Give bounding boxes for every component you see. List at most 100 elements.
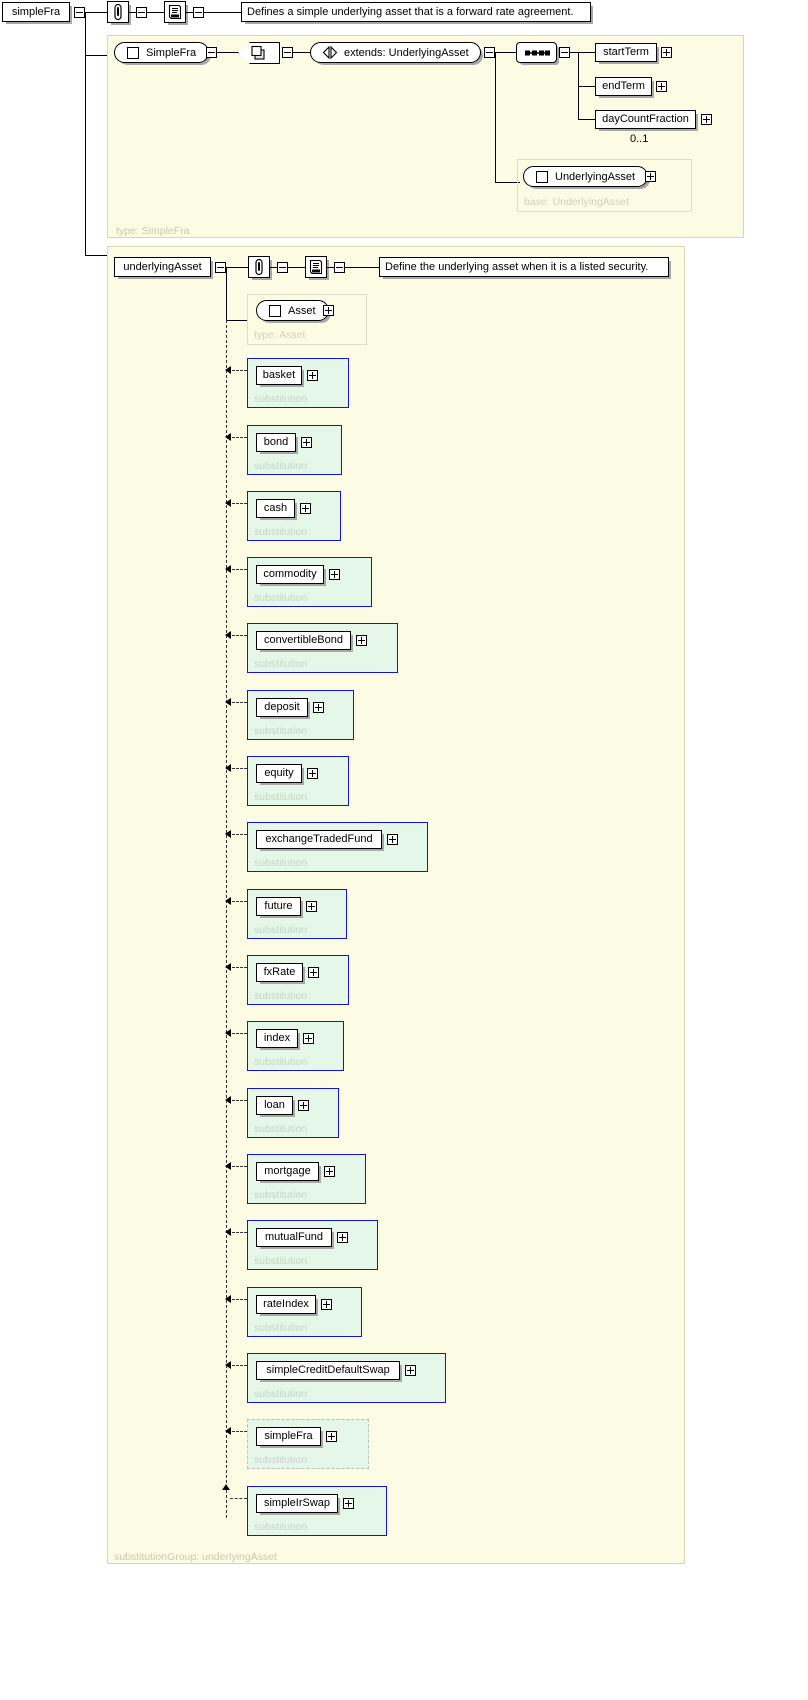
substitution-element-mutualFund[interactable]: mutualFund	[256, 1228, 332, 1247]
substitution-element-label: simpleIrSwap	[263, 1497, 331, 1509]
substitution-element-toggle-simpleCreditDefaultSwap[interactable]	[405, 1365, 416, 1376]
substitution-element-toggle-mutualFund[interactable]	[337, 1232, 348, 1243]
type-simplefra-toggle[interactable]	[206, 47, 217, 58]
child-startTerm-label: startTerm	[603, 46, 649, 58]
sequence-group-icon[interactable]	[238, 42, 280, 64]
substitution-member-caption: substitution	[254, 725, 308, 737]
substitution-element-bond[interactable]: bond	[256, 433, 296, 452]
type-asset-label: Asset	[288, 304, 316, 317]
connector-sub-ann-right	[288, 267, 305, 268]
substitution-element-label: deposit	[264, 701, 300, 713]
substitution-element-basket[interactable]: basket	[256, 366, 302, 385]
documentation-toggle[interactable]	[193, 7, 204, 18]
substitution-element-simpleFra[interactable]: simpleFra	[256, 1427, 321, 1446]
child-startTerm-toggle[interactable]	[661, 47, 672, 58]
model-group-toggle[interactable]	[282, 47, 293, 58]
substitution-element-toggle-equity[interactable]	[307, 768, 318, 779]
substitution-element-toggle-commodity[interactable]	[329, 569, 340, 580]
substitution-connector	[232, 1033, 247, 1034]
root-toggle[interactable]	[74, 7, 85, 18]
root-element-box[interactable]: simpleFra	[2, 2, 70, 22]
substitution-element-commodity[interactable]: commodity	[256, 565, 324, 584]
substitution-element-label: cash	[263, 502, 288, 514]
substitution-element-toggle-bond[interactable]	[301, 437, 312, 448]
child-endTerm-toggle[interactable]	[656, 81, 667, 92]
connector-head-to-type	[226, 320, 247, 321]
substitution-element-mortgage[interactable]: mortgage	[256, 1162, 319, 1181]
substitution-arrow-icon	[225, 698, 231, 706]
substitution-member-caption: substitution	[254, 924, 308, 936]
substitution-element-toggle-cash[interactable]	[300, 503, 311, 514]
extends-box[interactable]: extends: UnderlyingAsset	[310, 42, 481, 63]
paperclip-glyph	[114, 3, 122, 21]
substitution-head-box[interactable]: underlyingAsset	[114, 257, 211, 277]
substitution-connector	[232, 1232, 247, 1233]
substitution-element-toggle-index[interactable]	[303, 1033, 314, 1044]
substitution-element-loan[interactable]: loan	[256, 1096, 293, 1115]
substitution-element-toggle-simpleFra[interactable]	[326, 1431, 337, 1442]
substitution-element-cash[interactable]: cash	[256, 499, 295, 518]
substitution-element-convertibleBond[interactable]: convertibleBond	[256, 631, 351, 650]
documentation-glyph	[168, 4, 182, 19]
substitution-connector-last	[230, 1498, 247, 1499]
substitution-element-toggle-deposit[interactable]	[313, 702, 324, 713]
type-simplefra-box[interactable]: SimpleFra	[114, 42, 210, 63]
substitution-member-caption: substitution	[254, 592, 308, 604]
annotation-toggle[interactable]	[136, 7, 147, 18]
substitution-head-toggle[interactable]	[215, 262, 226, 273]
base-underlyingasset-box[interactable]: UnderlyingAsset	[523, 166, 649, 187]
substitution-element-index[interactable]: index	[256, 1029, 298, 1048]
substitution-member-caption: substitution	[254, 1521, 308, 1533]
substitution-documentation-toggle[interactable]	[334, 262, 345, 273]
connector-seq-to-start	[570, 52, 595, 53]
type-asset-toggle[interactable]	[323, 305, 334, 316]
substitution-arrow-icon	[225, 830, 231, 838]
substitution-member-caption: substitution	[254, 658, 308, 670]
substitution-arrow-icon	[225, 764, 231, 772]
connector-seq-to-end	[578, 86, 595, 87]
substitution-element-rateIndex[interactable]: rateIndex	[256, 1295, 316, 1314]
substitution-connector	[232, 834, 247, 835]
child-endTerm-label: endTerm	[602, 80, 645, 92]
substitution-element-toggle-mortgage[interactable]	[324, 1166, 335, 1177]
substitution-element-fxRate[interactable]: fxRate	[256, 963, 303, 982]
substitution-annotation-toggle[interactable]	[277, 262, 288, 273]
substitution-element-simpleIrSwap[interactable]: simpleIrSwap	[256, 1494, 338, 1513]
child-startTerm-box[interactable]: startTerm	[595, 43, 657, 62]
substitution-element-equity[interactable]: equity	[256, 764, 302, 783]
connector-sub-ann-left	[270, 267, 278, 268]
type-asset-box[interactable]: Asset	[256, 300, 329, 321]
sequence-toggle[interactable]	[559, 47, 570, 58]
substitution-connector	[232, 967, 247, 968]
substitution-arrow-up-icon	[222, 1484, 230, 1490]
substitution-element-toggle-loan[interactable]	[298, 1100, 309, 1111]
base-underlyingasset-toggle[interactable]	[645, 171, 656, 182]
connector-doc-to-text	[186, 12, 194, 13]
child-dayCountFraction-toggle[interactable]	[701, 114, 712, 125]
substitution-connector	[232, 635, 247, 636]
child-endTerm-box[interactable]: endTerm	[595, 77, 652, 96]
substitution-element-exchangeTradedFund[interactable]: exchangeTradedFund	[256, 830, 382, 849]
type-panel	[107, 35, 744, 238]
sequence-dots-icon[interactable]	[516, 42, 557, 63]
substitution-member-caption: substitution	[254, 460, 308, 472]
substitution-element-toggle-simpleIrSwap[interactable]	[343, 1498, 354, 1509]
type-asset-caption: type: Asset	[254, 329, 306, 341]
substitution-element-future[interactable]: future	[256, 897, 301, 916]
extends-toggle[interactable]	[484, 47, 495, 58]
substitution-element-label: basket	[262, 369, 296, 381]
substitution-element-simpleCreditDefaultSwap[interactable]: simpleCreditDefaultSwap	[256, 1361, 400, 1380]
substitution-element-toggle-basket[interactable]	[307, 370, 318, 381]
substitution-element-toggle-exchangeTradedFund[interactable]	[387, 834, 398, 845]
substitution-arrow-icon	[225, 631, 231, 639]
connector-head-trunk	[226, 267, 227, 320]
substitution-connector	[232, 1166, 247, 1167]
substitution-element-toggle-fxRate[interactable]	[308, 967, 319, 978]
substitution-element-toggle-convertibleBond[interactable]	[356, 635, 367, 646]
substitution-element-deposit[interactable]: deposit	[256, 698, 308, 717]
substitution-arrow-icon	[225, 366, 231, 374]
substitution-documentation-text: Define the underlying asset when it is a…	[385, 260, 649, 273]
substitution-element-toggle-future[interactable]	[306, 901, 317, 912]
child-dayCountFraction-box[interactable]: dayCountFraction	[595, 110, 696, 129]
substitution-element-toggle-rateIndex[interactable]	[321, 1299, 332, 1310]
